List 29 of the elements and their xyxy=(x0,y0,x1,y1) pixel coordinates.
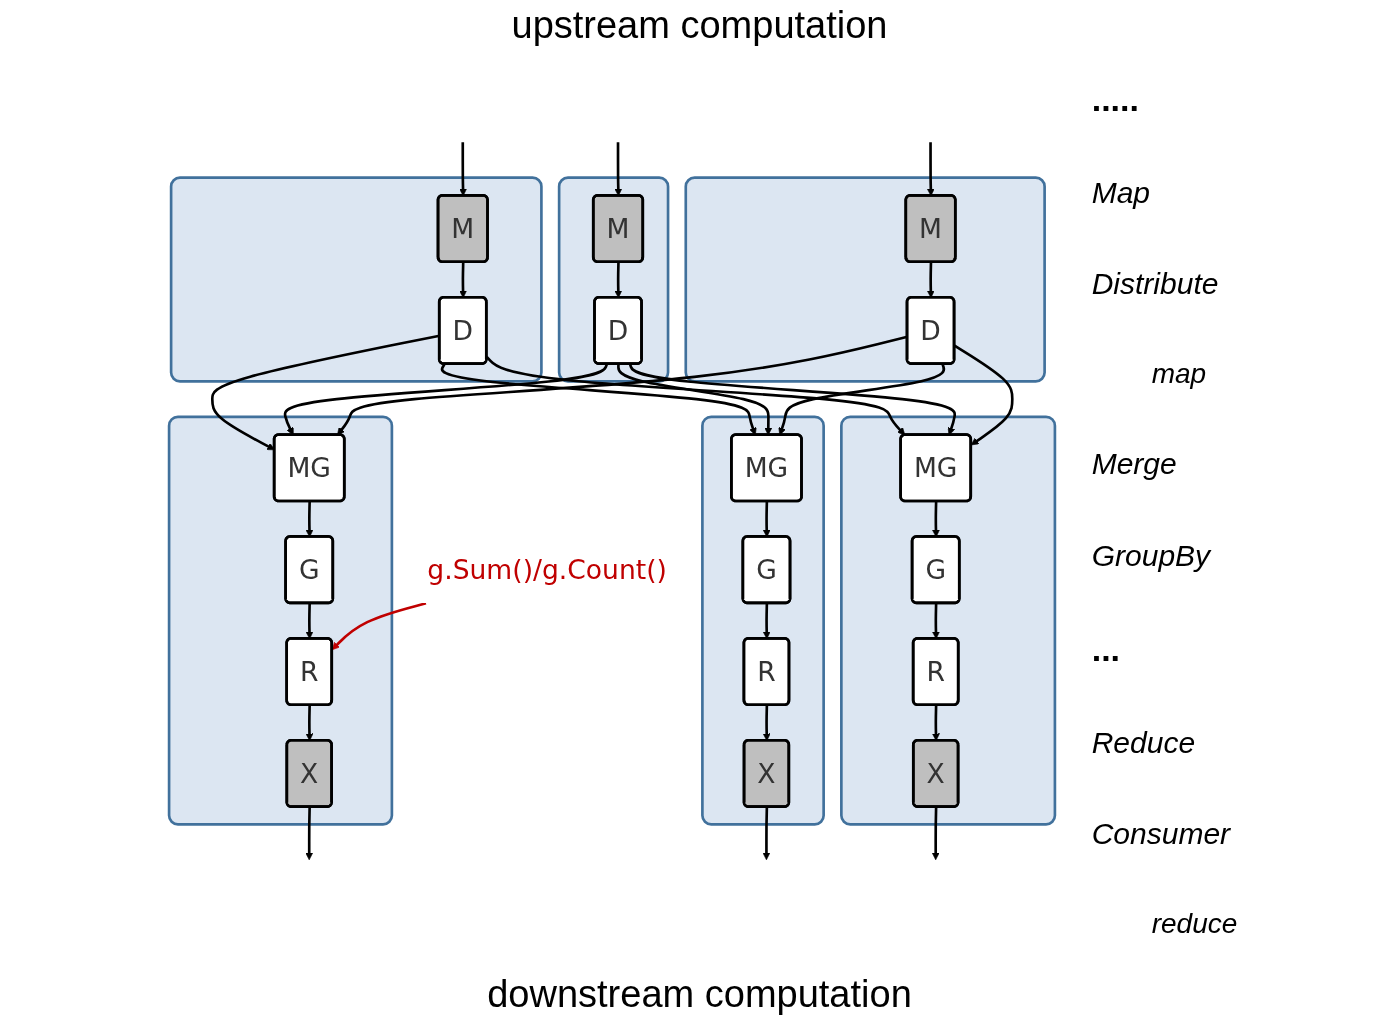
phase-label: map xyxy=(1151,358,1208,391)
phase-label: reduce xyxy=(1151,908,1238,941)
arrow xyxy=(931,807,940,861)
ellipsis-mark: ..... xyxy=(1091,79,1140,119)
arrow xyxy=(305,807,313,861)
arrow xyxy=(762,807,770,861)
arrow xyxy=(931,705,940,741)
step-label: Merge xyxy=(1091,447,1178,482)
step-label: Reduce xyxy=(1091,725,1197,760)
cluster xyxy=(169,176,543,383)
cluster xyxy=(839,415,1056,826)
footer-text: downstream computation xyxy=(487,973,912,1016)
arrow xyxy=(485,355,905,436)
step-label: Map xyxy=(1091,175,1152,210)
arrow xyxy=(953,344,1014,446)
step-label: Consumer xyxy=(1091,817,1232,852)
step-label: Distribute xyxy=(1091,266,1220,301)
node-text: g.Sum()/g.Count() xyxy=(427,554,667,586)
arrow xyxy=(331,602,426,651)
step-label: GroupBy xyxy=(1091,538,1213,573)
ellipsis-mark: ... xyxy=(1091,629,1122,669)
arrow xyxy=(762,705,771,741)
heading-text: upstream computation xyxy=(511,4,888,47)
cluster xyxy=(700,415,825,826)
cluster xyxy=(167,415,393,826)
arrow xyxy=(305,705,314,741)
cluster xyxy=(684,176,1046,383)
arrow xyxy=(336,335,908,436)
cluster xyxy=(557,176,670,383)
